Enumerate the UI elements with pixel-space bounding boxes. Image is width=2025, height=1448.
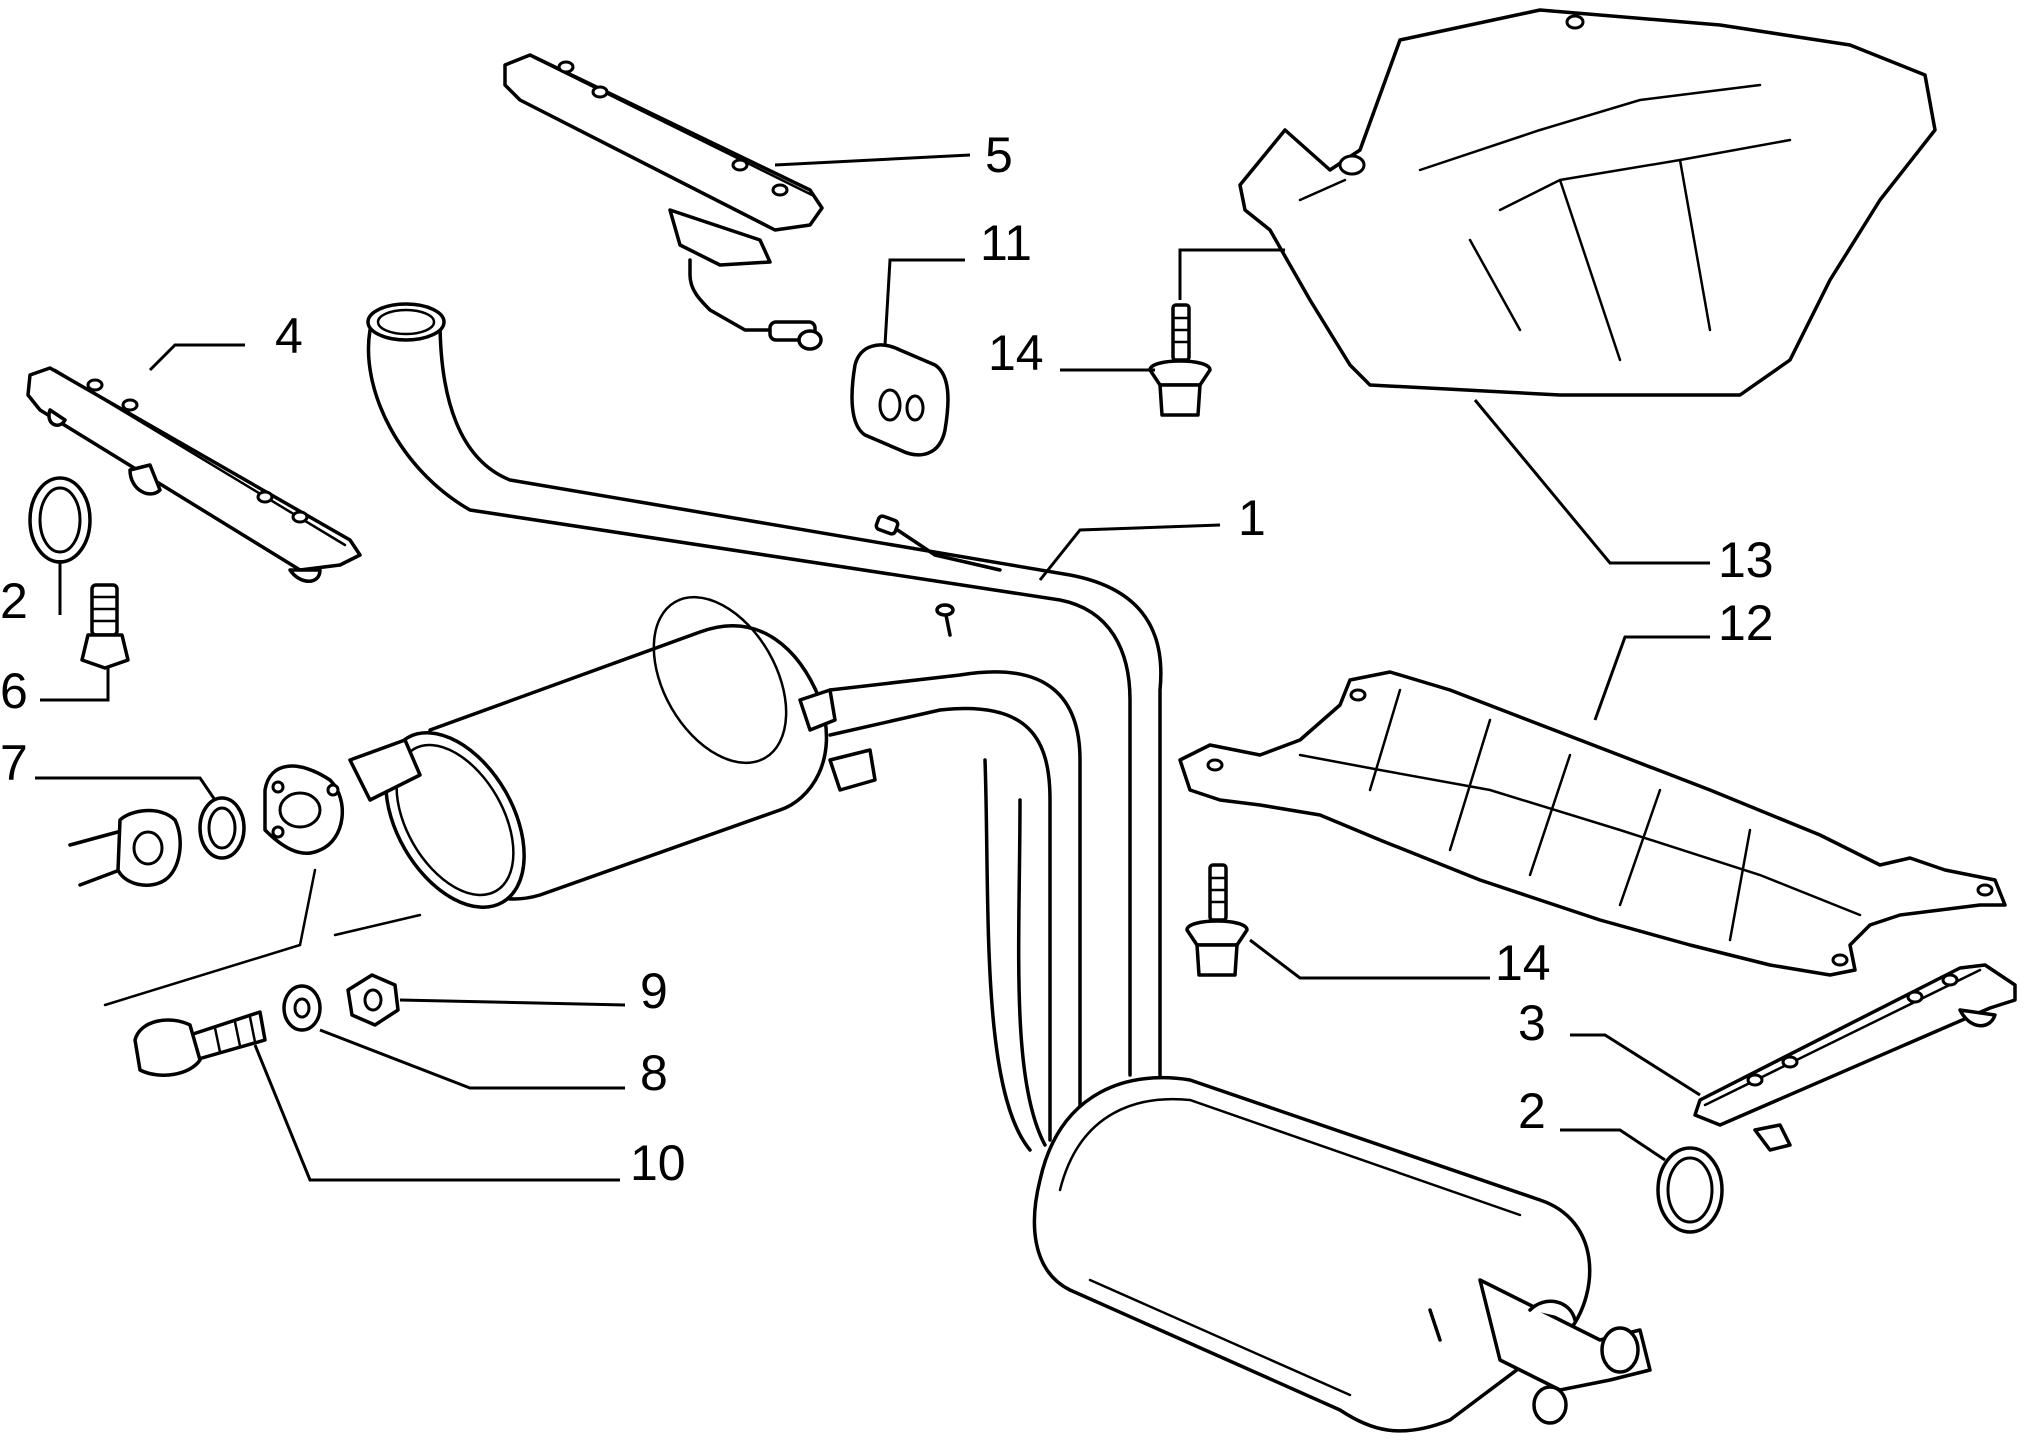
callout-13: 13: [1718, 532, 1774, 588]
rear-silencer: [1032, 1075, 1652, 1433]
callout-4: 4: [275, 308, 303, 364]
stud-bolt: [80, 583, 130, 670]
callout-5: 5: [985, 127, 1013, 183]
inlet-flange: [263, 738, 422, 855]
callout-3: 3: [1518, 995, 1546, 1051]
nut: [346, 973, 400, 1027]
heat-shield-lower: [1178, 670, 2007, 977]
callout-10: 10: [630, 1135, 686, 1191]
front-muffler: [384, 595, 877, 909]
screw-lower: [1185, 863, 1249, 977]
callout-1: 1: [1238, 490, 1266, 546]
callout-labels: 1 2 2 3 4 5 6 7 8 9 10 11 12 13 14 14: [0, 127, 1774, 1191]
callout-11: 11: [980, 215, 1032, 271]
leader-lines: [35, 153, 1710, 1182]
callout-9: 9: [640, 963, 668, 1019]
callout-2-left: 2: [0, 573, 28, 629]
screw-upper: [1148, 303, 1212, 417]
rubber-hanger: [850, 343, 950, 457]
gasket-ring-left: [28, 476, 92, 564]
callout-6: 6: [0, 663, 28, 719]
mounting-strap-right: [1693, 963, 2017, 1152]
heat-shield-upper: [1238, 8, 1937, 397]
callout-7: 7: [0, 735, 28, 791]
bolt: [133, 1010, 267, 1077]
sensor-wire: [874, 514, 1002, 637]
washer: [282, 984, 322, 1032]
mounting-strap-upper: [503, 53, 824, 351]
gasket-ring-right: [1656, 1146, 1724, 1234]
downpipe: [68, 808, 182, 887]
callout-14-upper: 14: [988, 325, 1044, 381]
callout-8: 8: [640, 1045, 668, 1101]
callout-14-lower: 14: [1495, 935, 1551, 991]
exhaust-pipe: [366, 302, 1163, 1152]
callout-2-right: 2: [1518, 1083, 1546, 1139]
mounting-strap-left: [26, 366, 362, 583]
callout-12: 12: [1718, 595, 1774, 651]
sealing-ring: [198, 796, 246, 860]
